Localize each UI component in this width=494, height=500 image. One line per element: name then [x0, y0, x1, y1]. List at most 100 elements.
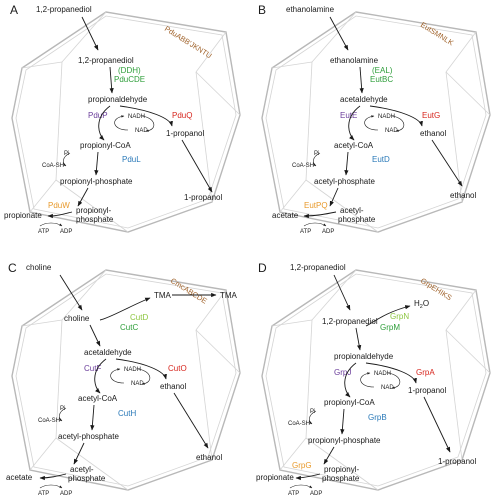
- acid-label: propionate: [256, 473, 294, 482]
- nadh-cycle-arrow: [141, 115, 155, 132]
- coa-label: propionyl-CoA: [80, 141, 131, 150]
- to-phosphate-arrow: [90, 404, 95, 431]
- atp-arrow: [39, 484, 63, 489]
- to-phosphate-arrow: [344, 151, 349, 176]
- nadh-cycle-arrow: [391, 115, 405, 132]
- enzyme-alc-dh-label: CutO: [168, 364, 187, 373]
- to-alcohol-arrow: [369, 105, 423, 127]
- coash-label: CoA-SH: [42, 163, 64, 169]
- phosphate-in-label: propionyl-phosphate: [308, 436, 381, 445]
- coa-label: acetyl-CoA: [334, 141, 374, 150]
- nadh-label: NADH: [124, 367, 141, 373]
- pi-cycle-arrow: [313, 152, 321, 167]
- nad-cycle-arrow: [360, 372, 375, 388]
- nadh-label: NADH: [128, 114, 145, 120]
- acid-label: acetate: [6, 473, 33, 482]
- enzyme-kinase-label: GrpG: [292, 461, 312, 470]
- panel-letter: A: [10, 3, 18, 17]
- operon-label: EutSMNLK: [419, 20, 455, 47]
- phosphate-export-arrow: [323, 446, 335, 465]
- substrate-in-label: choline: [64, 314, 90, 323]
- alcohol-in-label: 1-propanol: [166, 129, 204, 138]
- enzyme-eutbc-label: EutBC: [370, 75, 393, 84]
- nad-cycle-arrow: [110, 368, 125, 384]
- pi-cycle-arrow: [309, 410, 317, 425]
- phosphate-out-line1: acetyl-: [340, 206, 364, 215]
- coash-label: CoA-SH: [38, 418, 60, 424]
- panel-a: A PduABB'JKNTU 1,2-propanediol 1,2-propa…: [4, 3, 241, 235]
- pi-cycle-arrow: [59, 407, 67, 422]
- atp-arrow: [289, 484, 313, 489]
- water-label: H2O: [414, 299, 429, 310]
- nadh-label: NADH: [374, 371, 391, 377]
- coash-label: CoA-SH: [288, 421, 310, 427]
- enzyme-ddh-label: (DDH): [118, 66, 141, 75]
- to-coa-arrow: [344, 362, 357, 398]
- atp-label: ATP: [38, 229, 49, 235]
- enzyme-main-label: CutC: [120, 323, 138, 332]
- coash-label: CoA-SH: [292, 163, 314, 169]
- phosphate-export-arrow: [329, 187, 339, 207]
- substrate-label: 1,2-propanediol: [290, 263, 346, 272]
- import-arrow: [329, 16, 349, 51]
- phosphate-out-line1: propionyl-: [76, 206, 111, 215]
- nadh-label: NADH: [378, 114, 395, 120]
- nad-label: NAD: [381, 385, 394, 391]
- deamination-arrow: [359, 66, 364, 94]
- enzyme-eal-label: (EAL): [372, 66, 393, 75]
- pi-label: Pi: [314, 151, 319, 157]
- aldehyde-label: acetaldehyde: [84, 348, 132, 357]
- panel-letter: D: [258, 261, 267, 275]
- atp-arrow: [303, 222, 327, 227]
- nad-label: NAD: [385, 128, 398, 134]
- nadh-cycle-arrow: [387, 372, 401, 389]
- microcompartment-shell: [261, 269, 491, 491]
- microcompartment-shell: [11, 11, 241, 233]
- pi-label: Pi: [60, 406, 65, 412]
- panel-b: B EutSMNLK ethanolamine ethanolamine (EA…: [258, 3, 491, 235]
- adp-label: ADP: [322, 229, 334, 235]
- to-phosphate-arrow: [340, 408, 345, 435]
- panel-letter: C: [8, 261, 17, 275]
- to-coa-arrow: [348, 105, 361, 141]
- phosphate-out-line1: acetyl-: [70, 465, 94, 474]
- water-h: H: [414, 299, 420, 308]
- aldehyde-label: acetaldehyde: [340, 95, 388, 104]
- alcohol-out-label: ethanol: [450, 191, 476, 200]
- coa-label: propionyl-CoA: [324, 398, 375, 407]
- acid-label: acetate: [272, 211, 299, 220]
- acid-label: propionate: [4, 211, 42, 220]
- import-arrow: [59, 274, 83, 311]
- kinase-arrow: [39, 473, 67, 481]
- alcohol-in-label: ethanol: [160, 382, 186, 391]
- import-arrow: [81, 16, 99, 51]
- water-subscript: 2: [420, 304, 423, 310]
- to-alcohol-arrow: [119, 105, 173, 127]
- phosphate-in-label: propionyl-phosphate: [60, 177, 133, 186]
- alcohol-in-label: ethanol: [420, 129, 446, 138]
- microcompartment-shell: [261, 11, 491, 233]
- atp-arrow: [39, 222, 63, 227]
- water-o: O: [423, 299, 429, 308]
- enzyme-ald-dh-label: CutF: [84, 364, 101, 373]
- nad-label: NAD: [135, 128, 148, 134]
- enzyme-ald-dh-label: PduP: [88, 111, 108, 120]
- alcohol-export-arrow: [181, 139, 213, 193]
- enzyme-alc-dh-label: EutG: [422, 111, 440, 120]
- enzyme-main-label: GrpM: [380, 323, 400, 332]
- alcohol-out-label: 1-propanol: [438, 457, 476, 466]
- to-coa-arrow: [98, 105, 111, 141]
- pi-label: Pi: [310, 409, 315, 415]
- atp-label: ATP: [300, 229, 311, 235]
- substrate-in-label: 1,2-propanediol: [322, 317, 378, 326]
- phosphate-export-arrow: [77, 187, 89, 207]
- panel-c: C CmcABCDE choline choline CutD CutC TMA…: [6, 261, 241, 497]
- substrate-label: choline: [26, 263, 52, 272]
- alcohol-in-label: 1-propanol: [408, 386, 446, 395]
- panel-letter: B: [258, 3, 266, 17]
- atp-label: ATP: [38, 491, 49, 497]
- enzyme-pducde-label: PduCDE: [114, 75, 145, 84]
- nad-cycle-arrow: [364, 115, 379, 131]
- to-phosphate-arrow: [94, 151, 99, 176]
